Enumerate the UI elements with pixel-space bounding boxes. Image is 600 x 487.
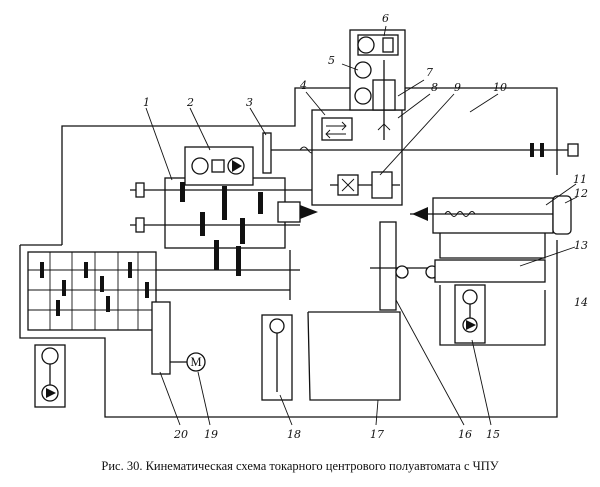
callout-5: 5 (328, 54, 335, 67)
callout-3: 3 (246, 96, 253, 109)
coolant-tank (261, 314, 293, 401)
machine-bed (19, 87, 558, 418)
callout-4: 4 (299, 79, 307, 92)
callout-11: 11 (573, 173, 587, 186)
leader-lines (145, 25, 578, 426)
callout-19: 19 (204, 428, 218, 441)
callout-14: 14 (574, 296, 588, 309)
callout-8: 8 (431, 81, 438, 94)
callout-10: 10 (493, 81, 507, 94)
lubrication-pump (34, 344, 66, 408)
feed-screw (262, 132, 579, 174)
main-motor-drive: M (151, 301, 206, 375)
motor-symbol: M (190, 355, 201, 369)
callout-17: 17 (370, 428, 384, 441)
rear-column (439, 233, 546, 346)
callout-2: 2 (186, 96, 194, 109)
callout-18: 18 (287, 428, 301, 441)
tailstock (410, 195, 572, 235)
chip-tray (307, 311, 401, 401)
callout-13: 13 (574, 239, 588, 252)
callout-1: 1 (143, 96, 150, 109)
callout-15: 15 (486, 428, 500, 441)
callout-7: 7 (426, 66, 433, 79)
callout-16: 16 (458, 428, 472, 441)
figure-caption: Рис. 30. Кинематическая схема токарного … (101, 459, 498, 473)
stepper-drive (349, 29, 406, 140)
carriage (370, 221, 546, 311)
hydraulic-unit (184, 146, 254, 186)
spindle-headstock (130, 177, 330, 276)
feed-drive-unit (311, 109, 403, 206)
callout-6: 6 (382, 12, 389, 25)
callout-12: 12 (574, 187, 588, 200)
callout-9: 9 (454, 81, 461, 94)
speed-gearbox (27, 250, 300, 331)
coolant-pump-unit (454, 284, 486, 344)
callout-20: 20 (173, 428, 188, 441)
